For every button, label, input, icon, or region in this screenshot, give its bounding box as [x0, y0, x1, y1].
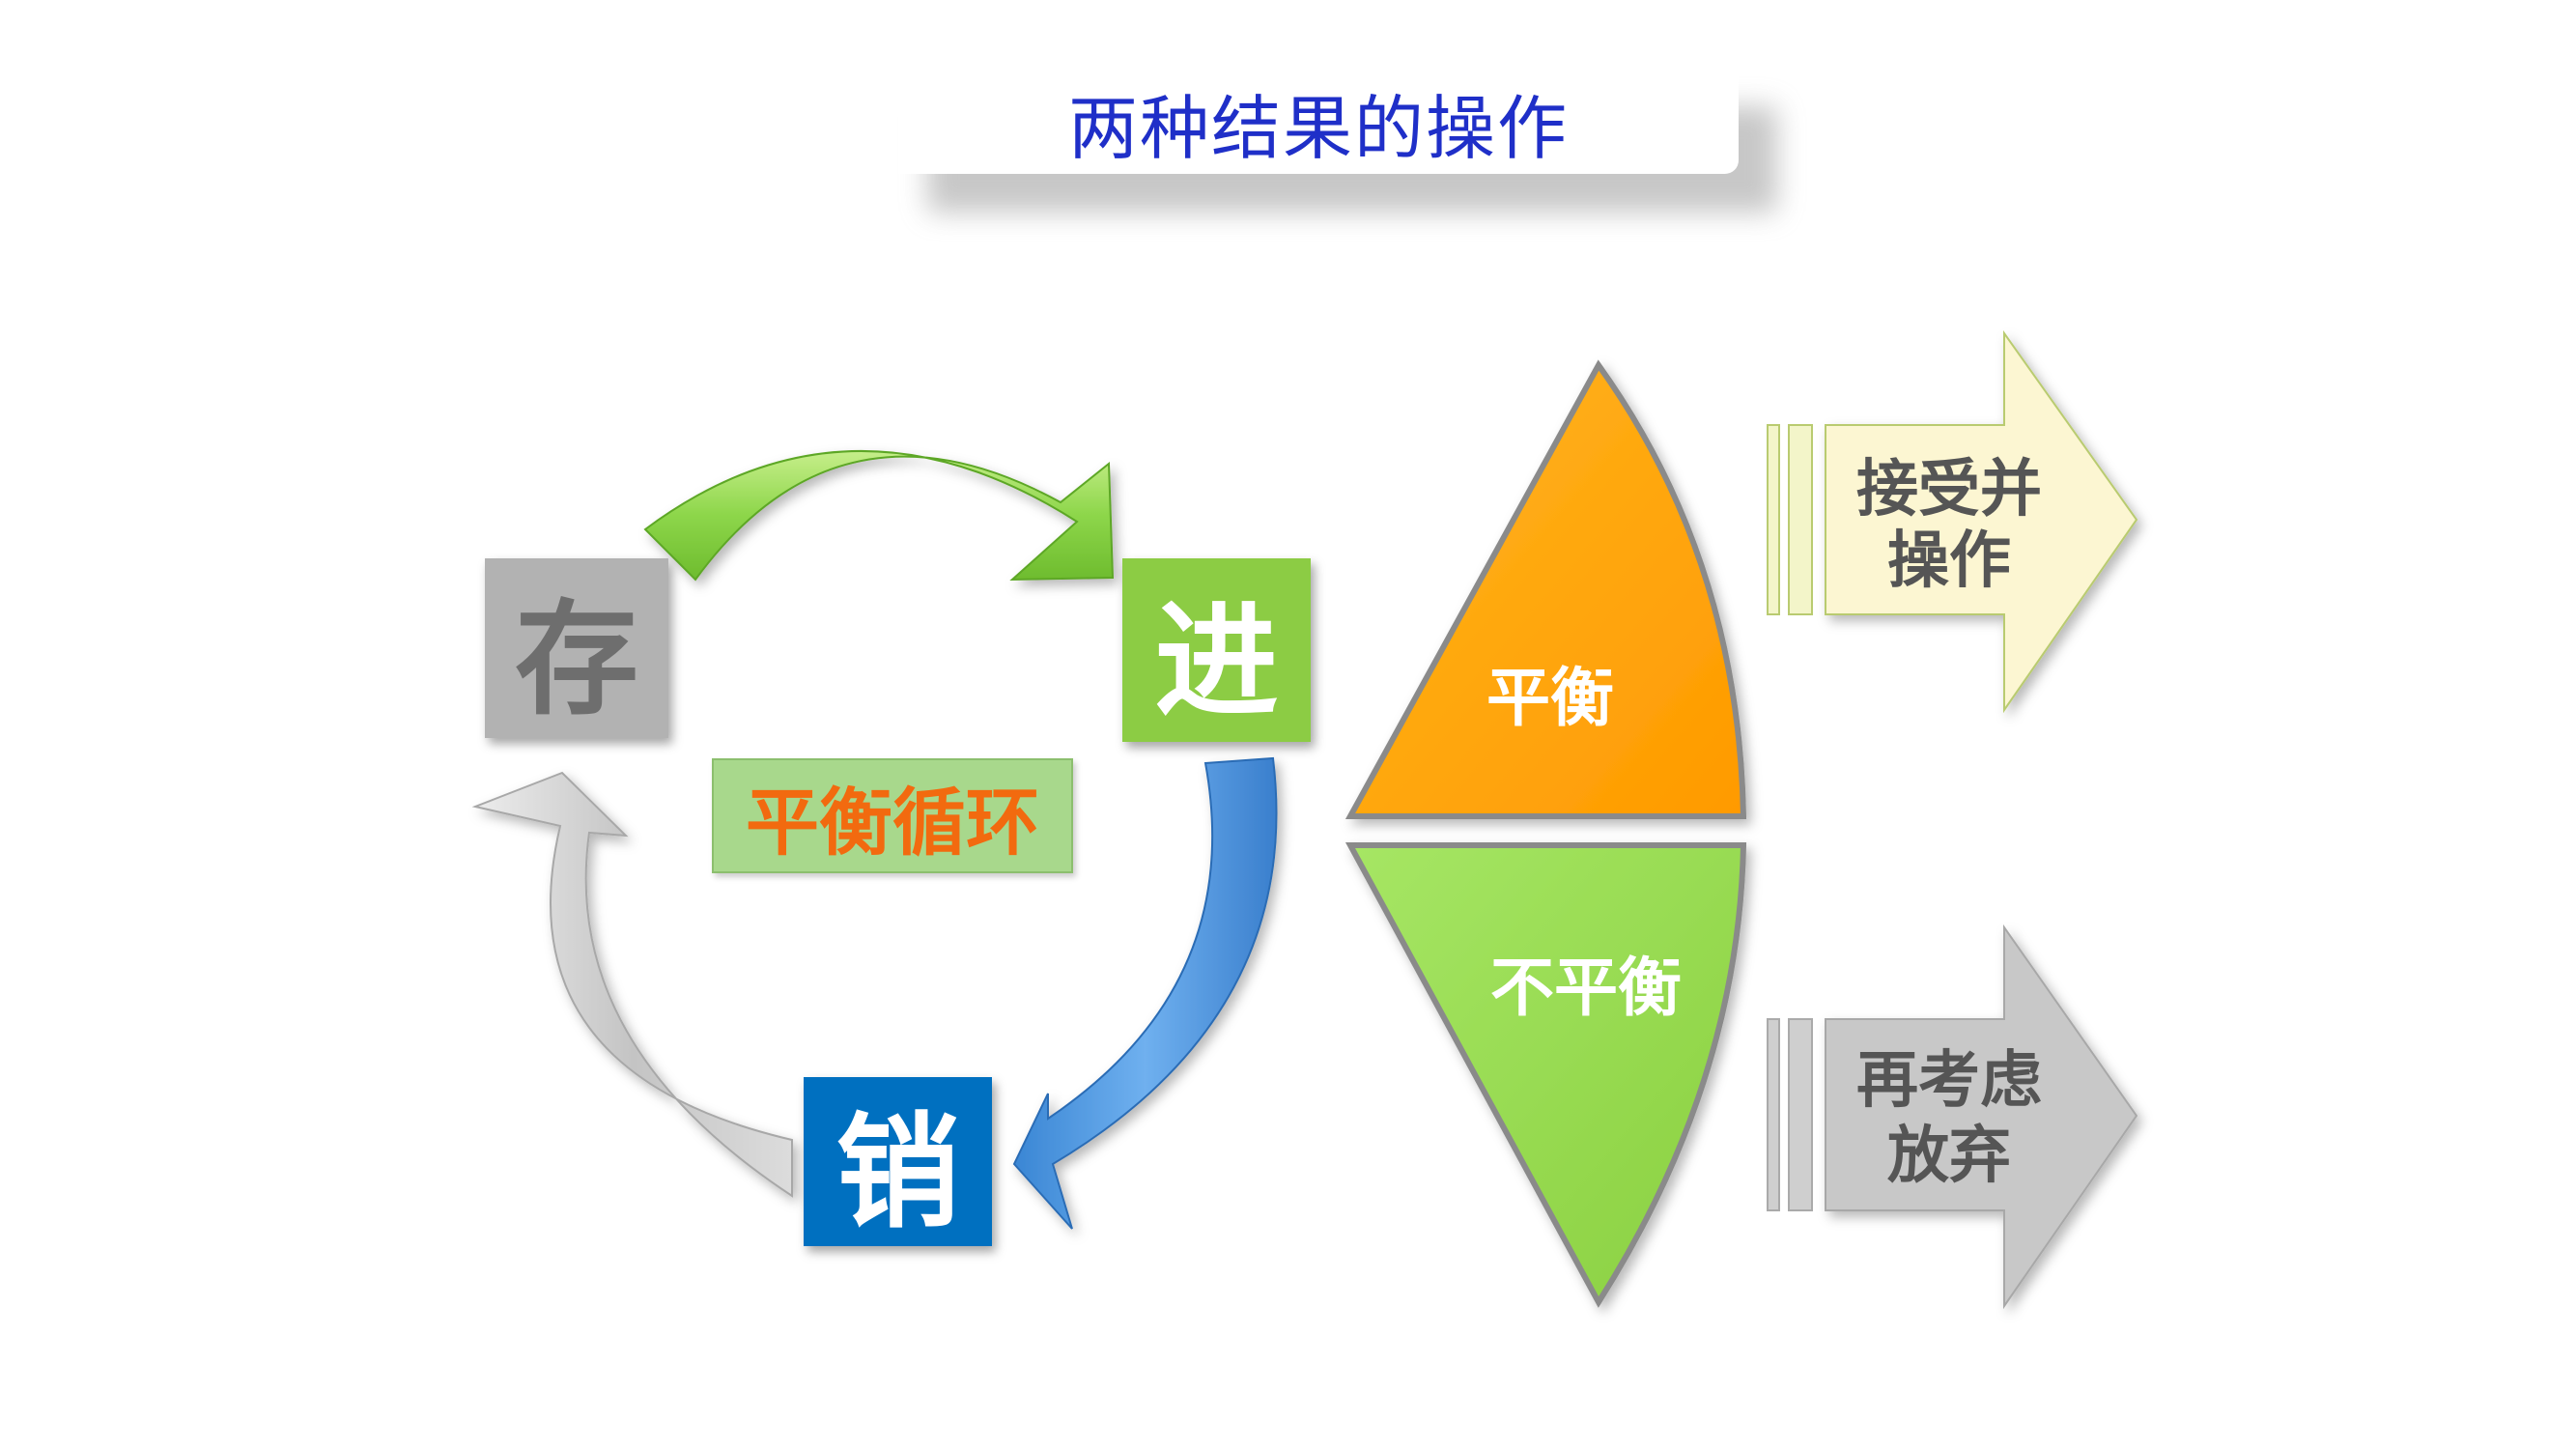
- balance-cycle-label: 平衡循环: [712, 758, 1073, 873]
- gray-curved-arrow: [471, 771, 793, 1198]
- page-title: 两种结果的操作: [1067, 87, 1569, 169]
- stock-node: 存: [485, 558, 668, 738]
- green-curved-arrow: [643, 449, 1115, 582]
- unbalanced-triangle: [1345, 842, 1747, 1308]
- reconsider-line1: 再考虑: [1856, 1045, 2042, 1117]
- blue-curved-arrow: [1012, 756, 1278, 1230]
- balanced-label: 平衡: [1486, 661, 1614, 735]
- accept-arrow: 接受并 操作: [1767, 329, 2138, 714]
- accept-line2: 操作: [1887, 526, 2011, 597]
- reconsider-arrow: 再考虑 放弃: [1767, 923, 2138, 1310]
- unbalanced-label: 不平衡: [1490, 951, 1682, 1025]
- reconsider-line2: 放弃: [1887, 1121, 2011, 1192]
- balanced-triangle: [1345, 359, 1747, 819]
- title-box: 两种结果的操作: [898, 70, 1739, 174]
- accept-line1: 接受并: [1856, 454, 2042, 526]
- sales-node: 销: [804, 1077, 992, 1246]
- purchase-node: 进: [1122, 558, 1311, 742]
